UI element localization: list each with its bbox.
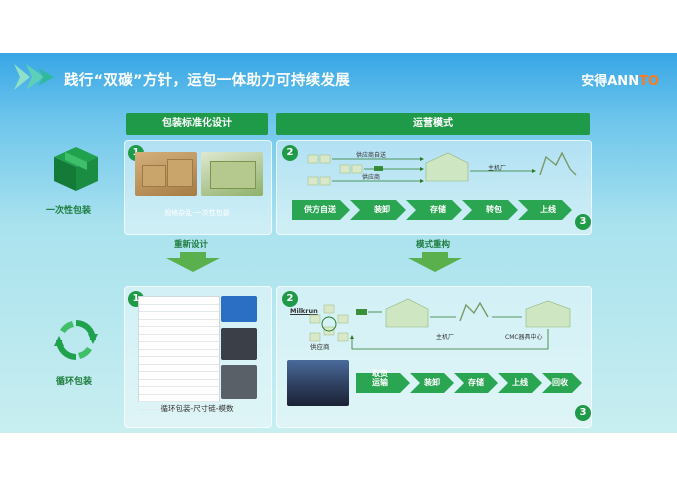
restructure-label: 模式重构 xyxy=(416,240,451,250)
down-arrow-icon xyxy=(166,252,220,272)
step-supplier-self-delivery: 供方自送 xyxy=(304,205,336,214)
warehouse-truck-photo xyxy=(287,360,349,406)
brand-logo: 安得ANNTO xyxy=(581,70,659,89)
step-online: 上线 xyxy=(512,378,528,387)
black-crate-photo xyxy=(221,328,257,360)
step-repack: 转包 xyxy=(486,205,502,214)
brand-main: 安得ANN xyxy=(581,74,640,89)
supplier-delivery-label: 供应商自送 xyxy=(356,152,387,159)
dimension-chain-table xyxy=(138,296,220,410)
operation-mode-header: 运营模式 xyxy=(276,113,590,135)
down-arrow-icon xyxy=(408,252,462,272)
recyclable-label: 循环包装 xyxy=(56,377,93,387)
cmc-center-label: CMC器具中心 xyxy=(505,334,543,341)
step-pickup-transport: 取货运输 xyxy=(372,369,388,387)
recyclable-caption: 循环包装-尺寸链-模数 xyxy=(160,404,234,413)
step-loading: 装卸 xyxy=(374,205,390,214)
disposable-label: 一次性包装 xyxy=(46,206,92,216)
supplier-label: 供应商 xyxy=(310,343,330,351)
disposable-caption: 规格杂乱-一次性包装 xyxy=(164,209,230,217)
recycle-icon xyxy=(54,320,98,360)
box-package-icon xyxy=(54,147,98,191)
step-loading: 装卸 xyxy=(424,378,440,387)
step-recycle: 回收 xyxy=(552,378,568,387)
oem-label: 主机厂 xyxy=(436,334,455,341)
current-flow-diagram xyxy=(307,151,577,186)
double-arrow-logo-icon xyxy=(14,64,54,90)
supplier-label: 供应商 xyxy=(362,174,381,181)
step-storage: 存储 xyxy=(430,205,446,214)
slide: 践行“双碳”方针，运包一体助力可持续发展 安得ANNTO 一次性包装 循环包装 … xyxy=(0,53,677,433)
step-storage: 存储 xyxy=(468,378,484,387)
packaging-design-header: 包装标准化设计 xyxy=(126,113,268,135)
oem-label: 主机厂 xyxy=(488,165,507,172)
milkrun-label: Milkrun xyxy=(290,307,318,315)
blue-crate-photo xyxy=(221,296,257,322)
folding-container-photo xyxy=(221,365,257,399)
step-badge-2: 2 xyxy=(282,291,298,307)
page-title: 践行“双碳”方针，运包一体助力可持续发展 xyxy=(64,73,351,89)
step-badge-3: 3 xyxy=(575,405,591,421)
box-shape xyxy=(142,165,166,187)
step-badge-2: 2 xyxy=(282,145,298,161)
box-shape xyxy=(167,159,193,187)
step-online: 上线 xyxy=(540,205,556,214)
redesign-label: 重新设计 xyxy=(174,240,209,250)
pallet-shape xyxy=(210,161,256,189)
restructured-flow-diagram xyxy=(309,298,571,350)
brand-accent: TO xyxy=(639,74,659,89)
current-step-chevrons xyxy=(292,200,572,220)
restructured-step-chevrons xyxy=(356,373,582,393)
step-badge-3: 3 xyxy=(575,214,591,230)
